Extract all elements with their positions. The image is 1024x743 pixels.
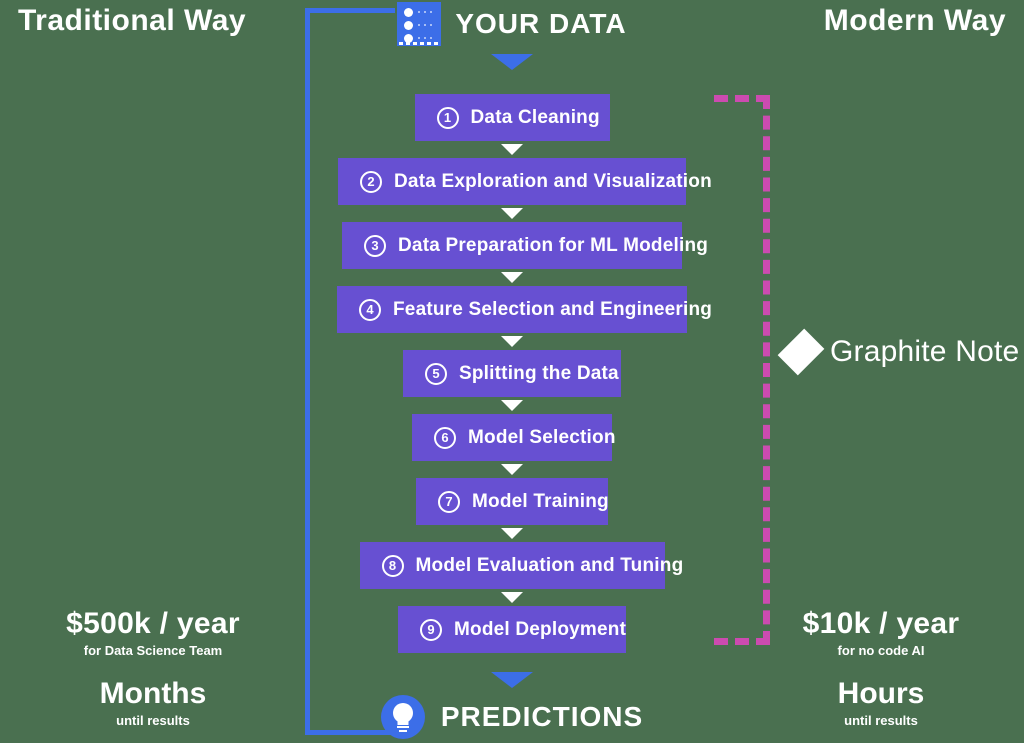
traditional-time-amount: Months (99, 677, 207, 710)
chevron-down-icon (501, 400, 523, 411)
modern-time-block: Hours until results (756, 678, 1006, 728)
step-box[interactable]: 8 Model Evaluation and Tuning (359, 542, 683, 589)
server-dot (404, 7, 414, 17)
pipeline-step[interactable]: 4 Feature Selection and Engineering (0, 286, 1024, 333)
traditional-cost-amount: $500k / year (66, 607, 240, 640)
pipeline-step[interactable]: 3 Data Preparation for ML Modeling (0, 222, 1024, 269)
step-box[interactable]: 2 Data Exploration and Visualization (338, 158, 712, 205)
step-label: Model Training (472, 490, 609, 512)
pipeline-step[interactable]: 2 Data Exploration and Visualization (0, 158, 1024, 205)
your-data-label: YOUR DATA (455, 8, 627, 39)
step-number-badge: 6 (434, 426, 456, 449)
bulb-base-line (396, 726, 409, 728)
step-number-badge: 7 (438, 490, 460, 513)
traditional-time-caption: until results (116, 712, 190, 728)
step-box[interactable]: 6 Model Selection (412, 414, 615, 461)
lightbulb-icon (380, 695, 425, 739)
step-number-badge: 1 (436, 106, 459, 129)
step-connector-arrow (0, 205, 1024, 222)
step-label: Model Deployment (454, 618, 627, 640)
step-number-badge: 8 (381, 554, 404, 577)
step-box[interactable]: 4 Feature Selection and Engineering (337, 286, 712, 333)
step-box[interactable]: 1 Data Cleaning (414, 94, 610, 141)
step-label: Model Selection (468, 426, 616, 448)
step-label: Data Exploration and Visualization (394, 170, 712, 192)
step-box[interactable]: 7 Model Training (416, 478, 609, 525)
step-number-badge: 9 (420, 618, 442, 641)
modern-time-amount: Hours (837, 677, 925, 710)
pipeline-step[interactable]: 1 Data Cleaning (0, 94, 1024, 141)
modern-way-bracket (714, 95, 770, 645)
step-connector-arrow (0, 269, 1024, 286)
step-box[interactable]: 3 Data Preparation for ML Modeling (342, 222, 708, 269)
step-connector-arrow (0, 333, 1024, 350)
step-label: Splitting the Data (459, 362, 619, 384)
step-connector-arrow (0, 141, 1024, 158)
server-ticks (418, 37, 436, 39)
step-box[interactable]: 5 Splitting the Data (403, 350, 621, 397)
predictions-banner: PREDICTIONS (0, 695, 1024, 739)
server-base (399, 42, 440, 45)
step-label: Data Cleaning (470, 106, 600, 128)
your-data-banner: YOUR DATA (0, 2, 1024, 46)
traditional-cost-block: $500k / year for Data Science Team (28, 608, 278, 658)
server-dot (404, 33, 414, 43)
step-connector-arrow (0, 589, 1024, 606)
step-label: Model Evaluation and Tuning (415, 554, 684, 576)
chevron-down-icon (501, 464, 523, 475)
step-label: Data Preparation for ML Modeling (398, 234, 709, 256)
step-connector-arrow (0, 461, 1024, 478)
flow-arrow-down-bottom (491, 672, 533, 688)
bulb-neck (397, 720, 409, 725)
brand-name-label: Graphite Note (830, 335, 1020, 368)
traditional-cost-caption: for Data Science Team (83, 642, 223, 658)
step-connector-arrow (0, 397, 1024, 414)
traditional-way-bracket (305, 8, 395, 735)
bulb-glass (392, 703, 413, 723)
modern-cost-block: $10k / year for no code AI (756, 608, 1006, 658)
step-box[interactable]: 9 Model Deployment (398, 606, 626, 653)
chevron-down-icon (501, 208, 523, 219)
chevron-down-icon (501, 272, 523, 283)
server-dot (404, 20, 414, 30)
pipeline-step[interactable]: 8 Model Evaluation and Tuning (0, 542, 1024, 589)
traditional-time-block: Months until results (28, 678, 278, 728)
chevron-down-icon (501, 144, 523, 155)
server-ticks (418, 11, 436, 13)
heading-modern-way: Modern Way (823, 4, 1006, 37)
step-connector-arrow (0, 525, 1024, 542)
pipeline-step[interactable]: 7 Model Training (0, 478, 1024, 525)
pipeline-step[interactable]: 6 Model Selection (0, 414, 1024, 461)
bulb-base-line (398, 730, 407, 732)
flow-arrow-down-top (491, 54, 533, 70)
step-number-badge: 2 (360, 170, 382, 193)
modern-cost-amount: $10k / year (802, 607, 960, 640)
step-number-badge: 4 (359, 298, 381, 321)
step-number-badge: 5 (425, 362, 447, 385)
modern-time-caption: until results (844, 712, 918, 728)
modern-cost-caption: for no code AI (837, 642, 925, 658)
heading-traditional-way: Traditional Way (18, 4, 247, 37)
ml-pipeline-steps: 1 Data Cleaning 2 Data Exploration and Visu… (0, 94, 1024, 653)
chevron-down-icon (501, 528, 523, 539)
predictions-label: PREDICTIONS (440, 701, 644, 732)
step-label: Feature Selection and Engineering (393, 298, 713, 320)
server-database-icon (397, 2, 442, 46)
graphite-note-brand: Graphite Note (777, 328, 1020, 376)
step-number-badge: 3 (364, 234, 386, 257)
pipeline-step[interactable]: 9 Model Deployment (0, 606, 1024, 653)
chevron-down-icon (501, 336, 523, 347)
chevron-down-icon (501, 592, 523, 603)
pipeline-step[interactable]: 5 Splitting the Data (0, 350, 1024, 397)
server-ticks (418, 24, 436, 26)
